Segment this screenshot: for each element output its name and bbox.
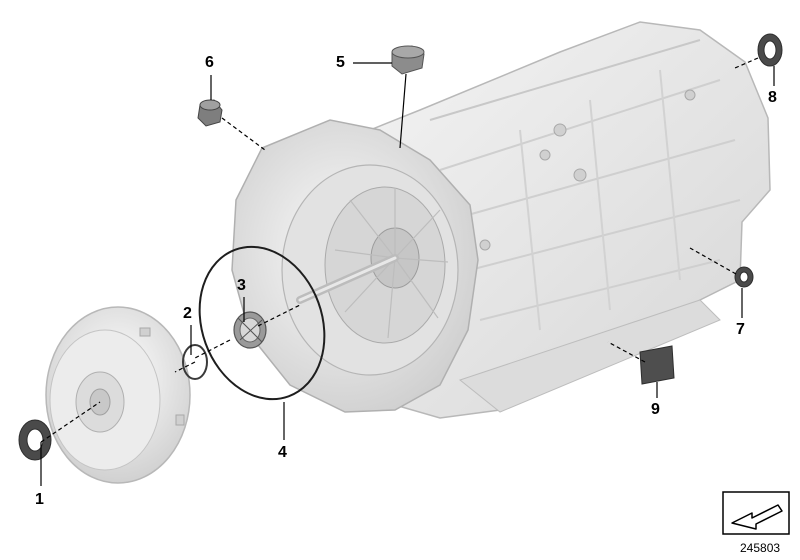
plug-part-5 (391, 45, 425, 75)
callout-8: 8 (768, 89, 777, 106)
callout-6: 6 (205, 54, 214, 71)
o-ring-part-2 (182, 344, 208, 380)
arrow-frame-icon (722, 491, 790, 535)
callout-9: 9 (651, 401, 660, 418)
leader-lines (40, 57, 775, 486)
callout-4: 4 (278, 444, 287, 461)
bell-housing (231, 119, 479, 413)
label-plate-part-9 (639, 345, 675, 385)
torque-converter (45, 306, 191, 484)
large-o-ring-part-4 (198, 245, 326, 401)
callout-1: 1 (35, 491, 44, 508)
callout-2: 2 (183, 305, 192, 322)
reference-number: 245803 (740, 541, 781, 555)
callout-5: 5 (336, 54, 345, 71)
gear-hub-part-3 (233, 311, 267, 349)
output-seal-part-8 (757, 33, 783, 67)
callout-7: 7 (736, 321, 745, 338)
screw-plug-part-6 (197, 99, 223, 127)
callout-3: 3 (237, 277, 246, 294)
small-seal-part-7 (734, 266, 754, 288)
shaft-seal-part-1 (18, 419, 52, 461)
